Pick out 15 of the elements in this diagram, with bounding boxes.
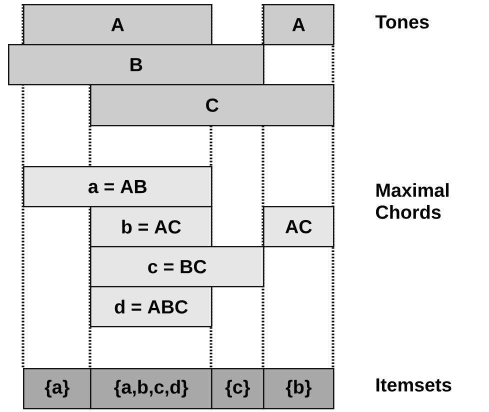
section-label: Itemsets [376,378,452,392]
itemset-cell: {c} [211,368,264,410]
chord-bar: a = AB [23,166,212,208]
section-label: Maximal Chords [376,183,449,219]
tone-bar: B [8,44,264,86]
itemset-cell: {a} [23,368,92,410]
chord-bar: d = ABC [90,286,212,328]
tone-bar: A [23,4,212,46]
chord-bar: c = BC [90,246,264,288]
tone-bar: A [263,4,334,46]
itemset-cell: {b} [263,368,334,410]
tone-bar: C [90,84,334,126]
chord-bar: b = AC [90,206,212,248]
chord-bar: AC [263,206,334,248]
section-label: Tones [375,15,429,29]
